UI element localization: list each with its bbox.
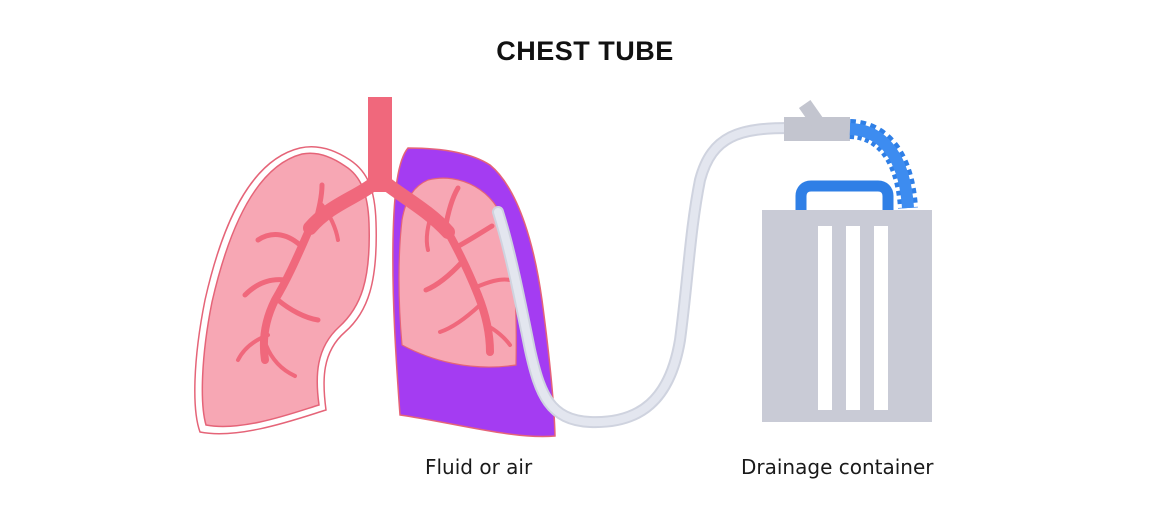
left-bronchiole	[255, 232, 303, 248]
right-bronchiole	[484, 323, 512, 347]
left-bronchiole	[259, 224, 314, 364]
trachea	[368, 97, 392, 192]
fluid-or-air-label: Fluid or air	[425, 455, 533, 479]
right-bronchiole	[472, 277, 512, 290]
container-stripe	[874, 226, 888, 410]
tube-connector	[784, 99, 850, 141]
right-bronchiole	[423, 259, 465, 293]
right-main-bronchus	[381, 178, 455, 239]
left-bronchiole	[275, 297, 321, 323]
diagram-title: CHEST TUBE	[496, 36, 674, 66]
right-bronchiole	[438, 303, 482, 334]
container-stripe	[846, 226, 860, 410]
drainage-container	[762, 180, 932, 422]
chest-tube-core	[494, 124, 794, 427]
left-bronchiole	[320, 203, 340, 242]
right-bronchiole	[442, 185, 461, 233]
chest-tube	[492, 122, 796, 429]
left-bronchiole	[242, 277, 288, 298]
container-handle	[795, 180, 894, 212]
left-bronchiole	[264, 343, 297, 378]
container-stripe	[818, 226, 832, 410]
airway-tree	[236, 97, 512, 378]
right-bronchiole	[424, 210, 434, 252]
chest-tube-edge	[492, 122, 796, 429]
connector-port	[798, 99, 824, 127]
left-bronchiole	[311, 182, 325, 231]
corrugated-tube-core	[849, 123, 914, 209]
left-lung	[194, 146, 377, 435]
right-bronchiole	[452, 223, 495, 251]
left-bronchiole	[236, 333, 270, 362]
drainage-container-label: Drainage container	[741, 455, 934, 479]
left-lung-body	[201, 152, 370, 428]
corrugated-tube	[849, 119, 918, 209]
